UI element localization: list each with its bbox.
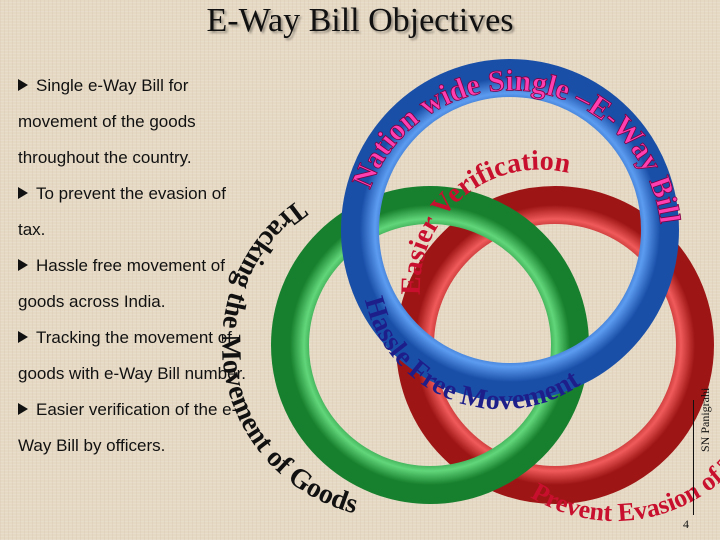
slide-title: E-Way Bill Objectives bbox=[206, 2, 514, 39]
arrow-icon bbox=[18, 331, 28, 344]
bullet-1-line-2: movement of the goods bbox=[18, 112, 196, 131]
arrow-icon bbox=[18, 403, 28, 416]
bullet-2: To prevent the evasion of bbox=[18, 184, 226, 204]
green-ring bbox=[271, 186, 589, 504]
bullet-3: Hassle free movement of bbox=[18, 256, 225, 276]
author-credit: SN Panigrahi bbox=[698, 387, 712, 452]
arrow-icon bbox=[18, 187, 28, 200]
bullet-1-line-3: throughout the country. bbox=[18, 148, 192, 167]
arrow-icon bbox=[18, 79, 28, 92]
bullet-5-line-2: Way Bill by officers. bbox=[18, 436, 166, 455]
bullet-4: Tracking the movement of bbox=[18, 328, 232, 348]
bullet-5: Easier verification of the e- bbox=[18, 400, 237, 420]
bullet-2-line-2: tax. bbox=[18, 220, 46, 239]
credit-divider bbox=[693, 400, 694, 515]
page-number: 4 bbox=[683, 517, 689, 531]
arrow-icon bbox=[18, 259, 28, 272]
bullet-3-line-2: goods across India. bbox=[18, 292, 166, 311]
blue-ring bbox=[341, 59, 679, 401]
bullet-1: Single e-Way Bill for bbox=[18, 76, 188, 96]
bullet-4-line-2: goods with e-Way Bill number. bbox=[18, 364, 247, 383]
